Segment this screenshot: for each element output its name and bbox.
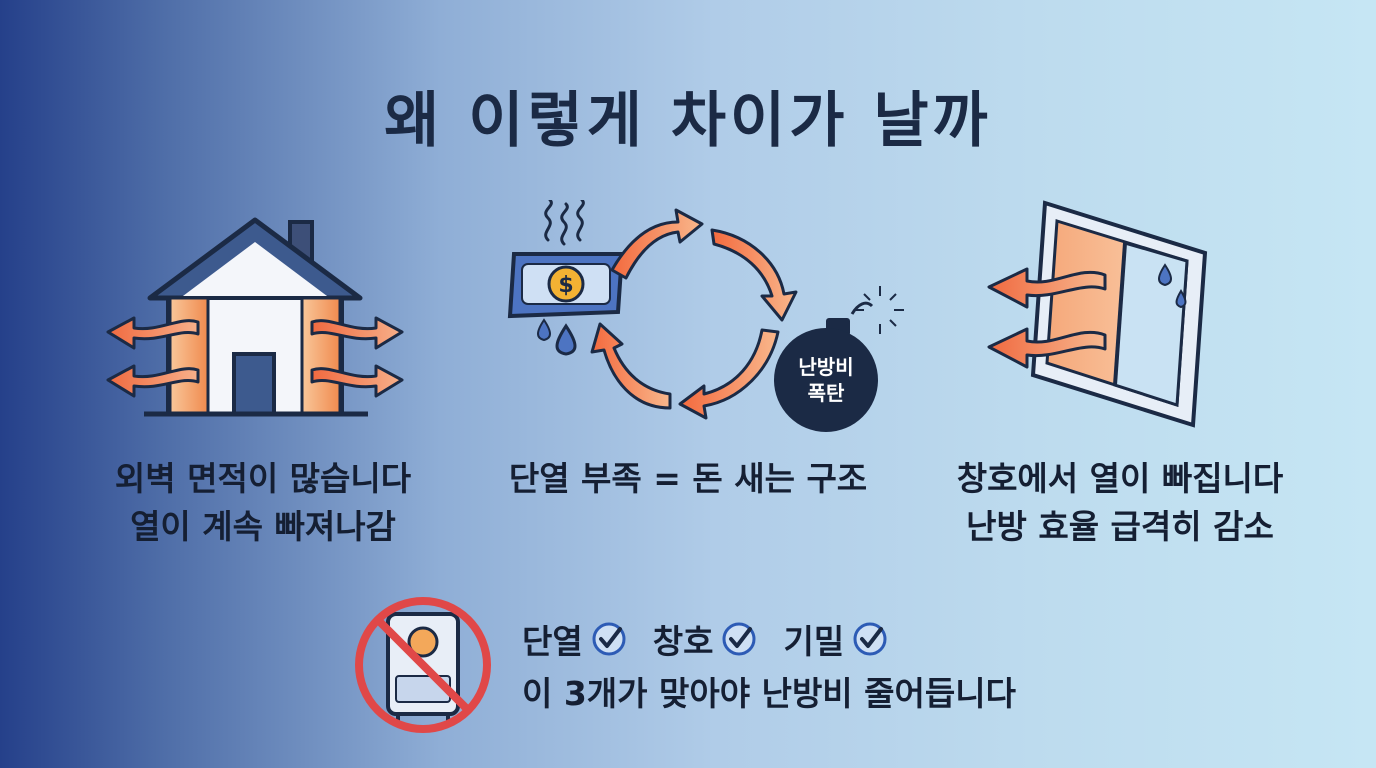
- checkmark-icon: [853, 622, 887, 656]
- bottom-summary: 단열 창호 기밀 이 3개가 맞아야 난방비 줄어듭니다: [522, 612, 1016, 722]
- steam-icon: [544, 200, 585, 246]
- check-label: 기밀: [783, 622, 845, 661]
- check-item-window: 창호: [653, 615, 758, 663]
- prohibited-boiler-icon: [355, 597, 491, 733]
- check-item-insulation: 단열: [522, 615, 627, 663]
- check-list: 단열 창호 기밀: [522, 612, 1016, 666]
- caption-line: 창호에서 열이 빠집니다: [956, 459, 1284, 498]
- page-title: 왜 이렇게 차이가 날까: [384, 86, 992, 156]
- banknote-icon: $: [507, 252, 625, 319]
- summary-text: 이 3개가 맞아야 난방비 줄어듭니다: [522, 674, 1016, 713]
- caption-line: 열이 계속 빠져나감: [130, 507, 396, 546]
- panel-window-caption: 창호에서 열이 빠집니다 난방 효율 급격히 감소: [915, 455, 1325, 551]
- check-label: 단열: [522, 622, 583, 661]
- caption-line: 난방 효율 급격히 감소: [966, 507, 1274, 546]
- bomb-icon: 난방비 폭탄: [774, 286, 904, 432]
- checkmark-icon: [592, 622, 626, 656]
- check-item-airtight: 기밀: [783, 615, 888, 663]
- check-label: 창호: [652, 622, 714, 661]
- checkmark-icon: [722, 622, 756, 656]
- bomb-label: 난방비: [798, 355, 853, 379]
- panel-insulation-caption: 단열 부족 = 돈 새는 구조: [478, 455, 898, 503]
- window-heat-loss-icon: [987, 200, 1208, 428]
- bomb-label: 폭탄: [808, 381, 845, 405]
- caption-line: 외벽 면적이 많습니다: [114, 459, 412, 498]
- house-heat-loss-icon: [106, 217, 404, 417]
- caption-line: 단열 부족 = 돈 새는 구조: [508, 459, 868, 498]
- panel-exterior-wall-caption: 외벽 면적이 많습니다 열이 계속 빠져나감: [58, 455, 468, 551]
- money-leak-cycle-icon: $ 난방비 폭탄: [507, 200, 904, 432]
- money-symbol: $: [558, 273, 573, 298]
